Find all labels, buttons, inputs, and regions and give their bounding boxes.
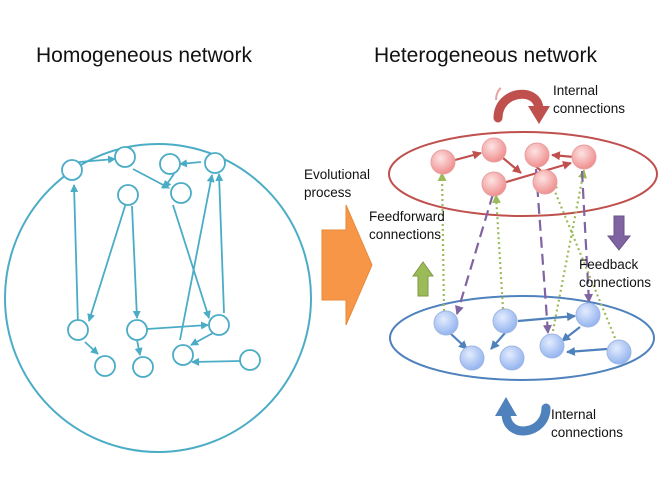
upper-node [430, 149, 456, 175]
lower-edge [490, 332, 506, 350]
feedforward-label: Feedforward connections [369, 208, 445, 243]
edge [70, 184, 79, 326]
top-curved-arrow-icon [493, 87, 550, 124]
homogeneous-boundary [4, 143, 312, 453]
edge [215, 173, 225, 314]
lower-node [433, 310, 459, 336]
upper-node [524, 142, 550, 168]
feedforward-edge [550, 169, 587, 337]
internal-bottom-line2: connections [551, 424, 624, 440]
node [126, 319, 148, 341]
edge [191, 357, 241, 366]
lower-edge [449, 332, 468, 350]
feedback-label: Feedback connections [579, 256, 651, 291]
internal-connections-top-label: Internal connections [553, 82, 625, 117]
lower-node [539, 333, 565, 359]
evolutional-line1: Evolutional [304, 167, 371, 182]
lower-node [499, 345, 525, 371]
feedback-down-arrow-icon [606, 215, 632, 251]
upper-edge [454, 150, 482, 162]
edge [84, 341, 99, 355]
edge [87, 202, 127, 322]
node [61, 159, 83, 181]
lower-edge [561, 326, 581, 342]
node [67, 319, 89, 341]
lower-layer-ellipse [389, 295, 655, 381]
feedforward-line1: Feedforward [369, 209, 445, 224]
node [117, 184, 139, 206]
node [208, 314, 230, 336]
edge [134, 339, 143, 356]
node [114, 146, 136, 168]
lower-edge [566, 346, 608, 356]
evolutional-process-label: Evolutional process [304, 166, 370, 201]
edge [131, 205, 141, 319]
feedforward-up-arrow-icon [412, 261, 434, 297]
upper-node [481, 171, 507, 197]
feedforward-edge [549, 181, 617, 339]
lower-node [492, 308, 518, 334]
feedback-edge [534, 168, 552, 334]
edge [78, 155, 116, 164]
homogeneous-network [4, 143, 312, 453]
lower-node [459, 345, 485, 371]
lower-node [575, 302, 601, 328]
edge [146, 321, 209, 330]
node [159, 153, 181, 175]
node [170, 182, 192, 204]
internal-top-line2: connections [553, 100, 626, 116]
edge [179, 174, 215, 341]
homogeneous-title: Homogeneous network [36, 44, 252, 67]
upper-node [532, 169, 558, 195]
bottom-curved-arrow-icon [495, 397, 551, 436]
upper-edge [502, 157, 522, 174]
feedforward-line2: connections [369, 226, 442, 242]
lower-node [606, 339, 632, 365]
internal-bottom-line1: Internal [551, 407, 597, 422]
node [239, 349, 261, 371]
feedback-line2: connections [579, 274, 652, 290]
evolution-arrow [321, 204, 373, 326]
node [94, 355, 116, 377]
node [132, 356, 154, 378]
upper-node [571, 144, 597, 170]
heterogeneous-title: Heterogeneous network [374, 44, 597, 67]
heterogeneous-network [388, 87, 658, 436]
evolutional-line2: process [304, 184, 352, 200]
internal-connections-bottom-label: Internal connections [551, 406, 623, 441]
feedback-edge [580, 170, 594, 303]
edge [132, 168, 170, 189]
feedback-line1: Feedback [579, 257, 639, 272]
upper-layer-ellipse [388, 131, 658, 217]
edge [172, 204, 211, 319]
feedforward-edge [491, 194, 505, 310]
upper-node [481, 137, 507, 163]
internal-top-line1: Internal [553, 83, 599, 98]
feedforward-edge [437, 172, 447, 312]
edge [190, 332, 214, 346]
node [172, 344, 194, 366]
edge [163, 173, 175, 189]
feedback-edge [454, 193, 495, 315]
edge [179, 159, 202, 168]
upper-edge [551, 151, 575, 161]
node [204, 152, 226, 174]
lower-edge [517, 312, 576, 323]
